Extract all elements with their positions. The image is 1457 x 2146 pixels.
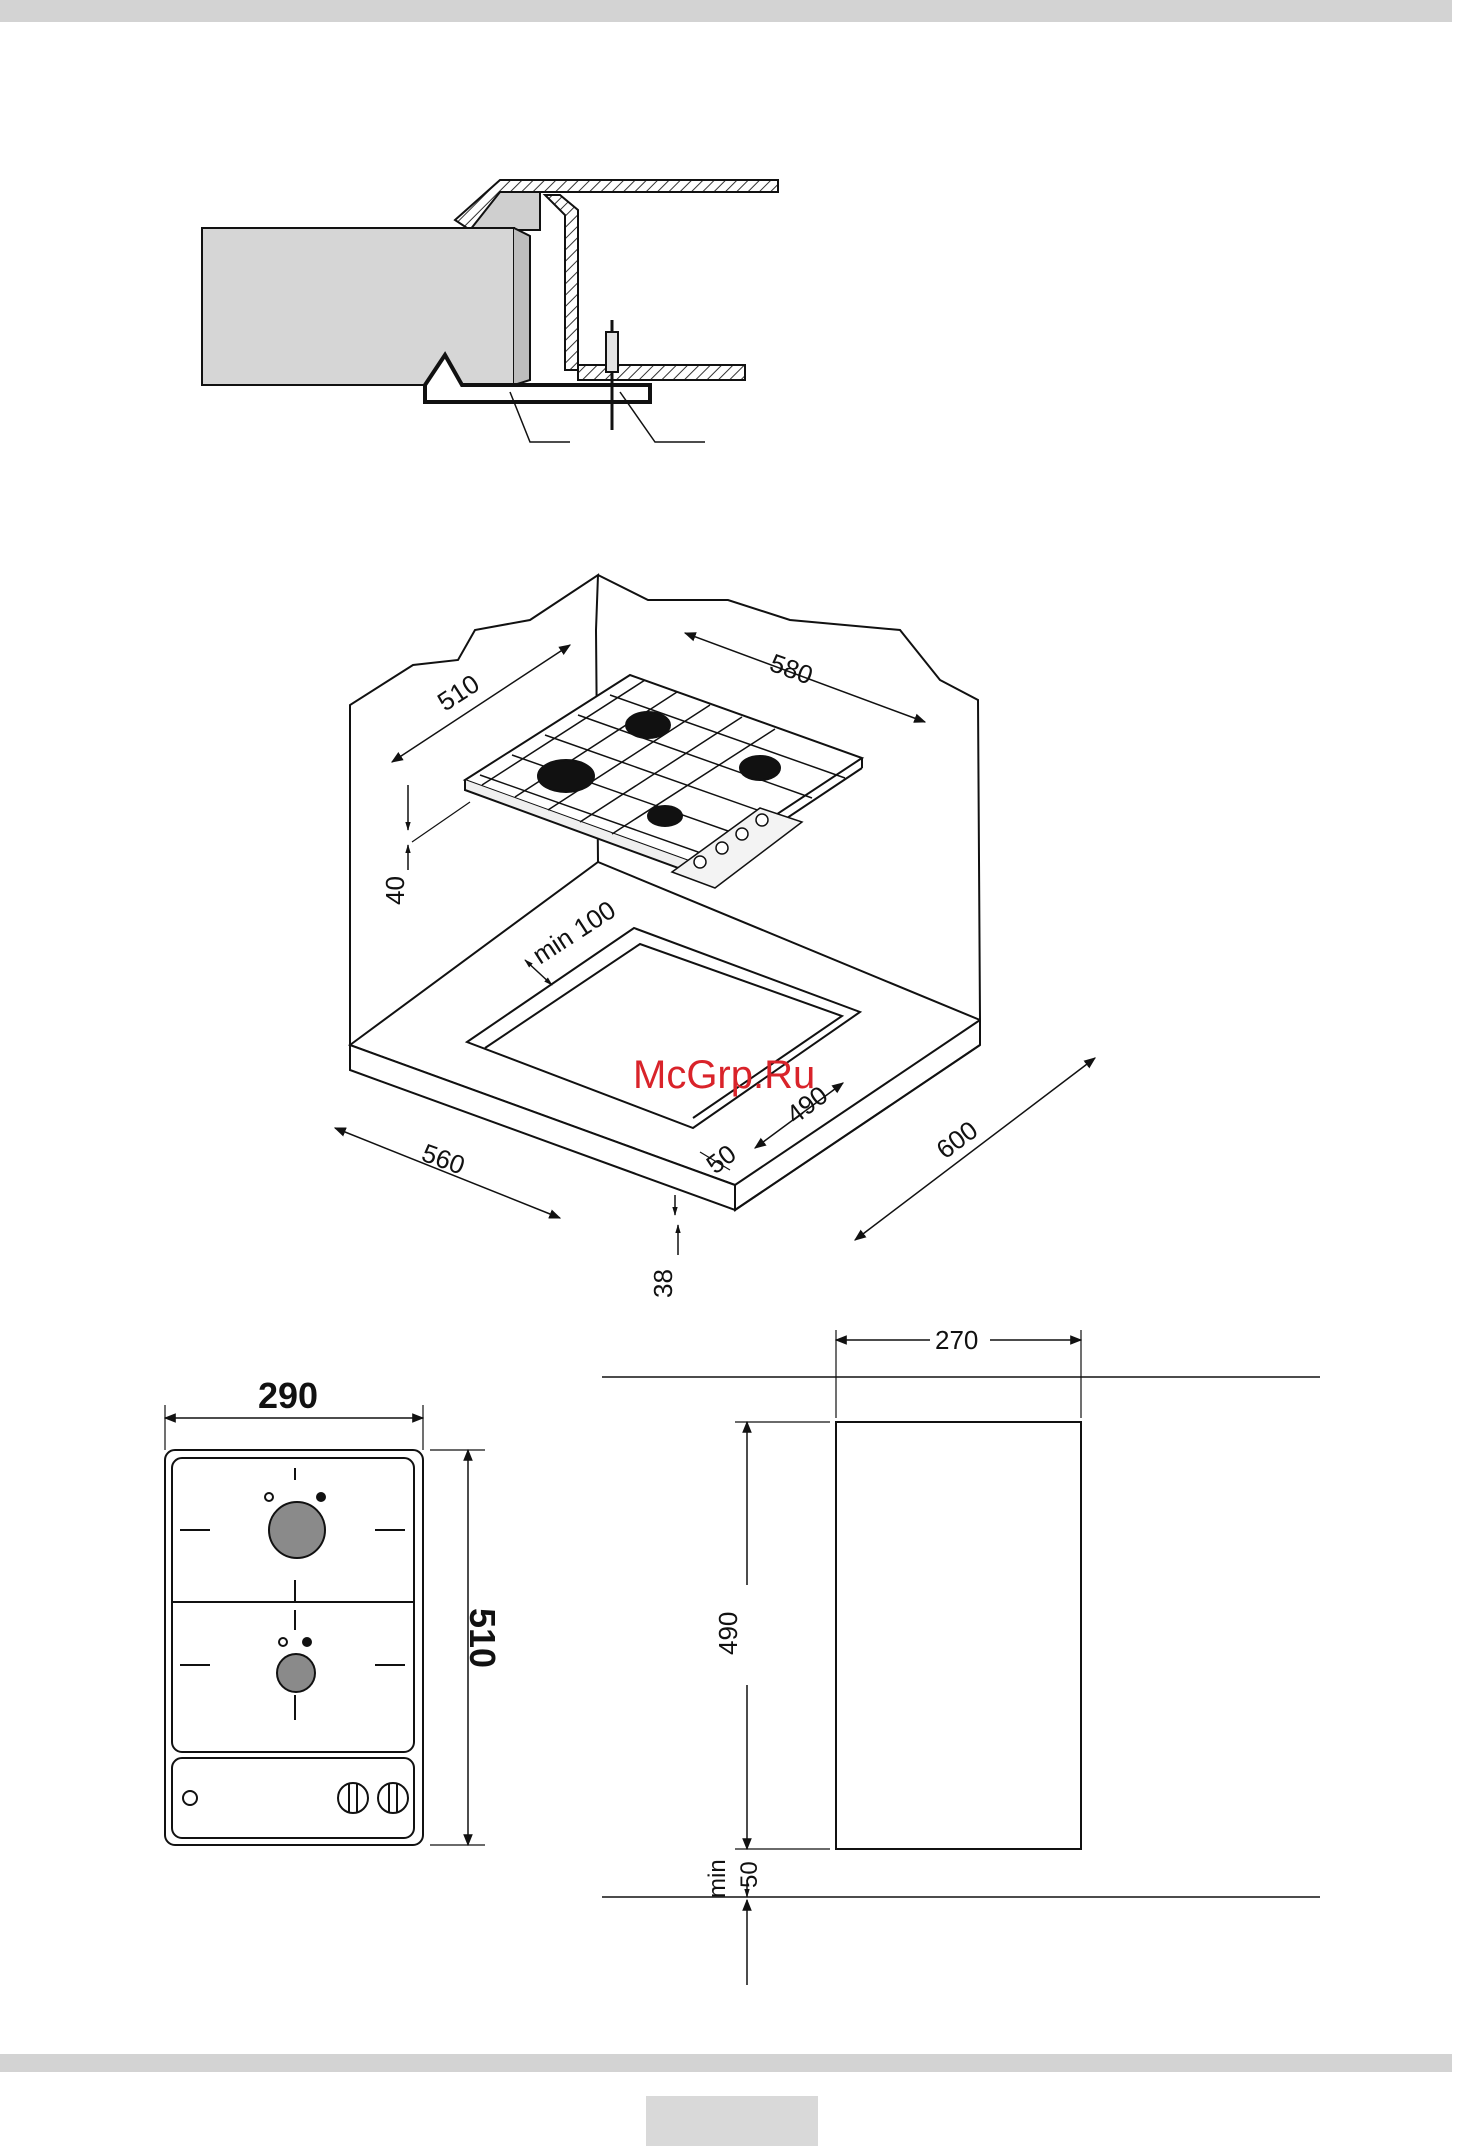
bottom-footer-bar [0,2054,1452,2072]
label-510: 510 [462,1608,503,1668]
label-40-iso: 40 [380,876,410,905]
clamp-section-figure [202,180,778,442]
label-490: 490 [713,1612,743,1655]
label-580-iso: 580 [766,647,817,690]
label-min: min [704,1859,731,1898]
label-600-iso: 600 [931,1115,984,1165]
label-50: 50 [736,1861,763,1888]
label-290: 290 [258,1375,318,1416]
watermark-text: McGrp.Ru [633,1053,815,1097]
label-270: 270 [935,1325,978,1355]
page-number-tab [646,2096,818,2146]
domino-hob-figure [165,1405,485,1845]
label-560-iso: 560 [418,1137,469,1180]
label-38-iso: 38 [648,1269,678,1298]
label-510-iso: 510 [432,668,485,717]
